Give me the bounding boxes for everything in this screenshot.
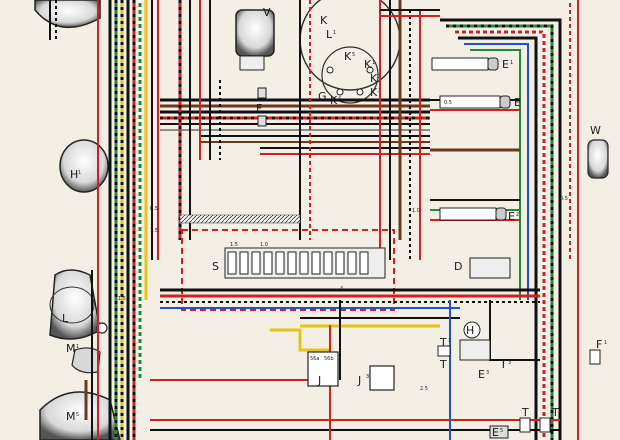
label-J3-sup: 3 <box>366 374 369 380</box>
label-T-bottom: T <box>521 406 529 419</box>
fuse-s10: 1.0 <box>260 242 268 248</box>
label-W: W <box>590 124 601 137</box>
fuse-box-S: S 1.5 1.0 <box>181 229 395 311</box>
rear-lamp-lens <box>49 286 95 324</box>
connector-E1: E 1 <box>431 57 513 71</box>
label-K1: K <box>364 58 372 71</box>
gauge-5: 4 <box>340 286 343 292</box>
label-E2: E <box>508 210 515 223</box>
hatched-band <box>179 214 301 224</box>
label-T3-sup: 3 <box>508 360 511 366</box>
label-E1: E <box>502 58 509 71</box>
label-T-bottom-2: T <box>551 406 559 419</box>
label-J3: J <box>357 374 361 387</box>
fuse-s15: 1.5 <box>230 242 238 248</box>
connector-F1: F 1 <box>589 338 607 365</box>
label-J: J <box>317 374 321 387</box>
label-K5-sup: 5 <box>352 52 355 58</box>
label-M5: M <box>66 410 76 423</box>
left-harness <box>49 0 159 440</box>
label-E3-sup: 3 <box>486 370 489 376</box>
label-H: H <box>466 324 474 337</box>
label-M1: M <box>66 342 76 355</box>
relay-J-56a: 56a <box>310 356 319 362</box>
conn-E-text: 0.5 <box>444 100 452 106</box>
label-T1: T <box>439 336 447 349</box>
connector-E: 0.5 E <box>439 95 521 109</box>
bottom-terminals: T T E 5 <box>489 406 559 439</box>
label-E1-sup: 1 <box>510 60 513 66</box>
connector-E2: E 2 <box>439 207 519 223</box>
label-V: V <box>263 6 271 19</box>
relay-J: J 56a 56b <box>307 351 339 387</box>
gauge-3: 1.5 <box>118 296 126 302</box>
gauge-1: 0.5 <box>150 206 158 212</box>
label-T3: T <box>499 358 507 371</box>
connector-T: T 1 T T 3 E 3 <box>437 336 511 381</box>
label-F: F <box>256 102 262 115</box>
label-M1-sup: 1 <box>76 344 79 350</box>
label-K3: K <box>370 86 378 99</box>
label-E: E <box>514 96 521 109</box>
gauge-7: 2.5 <box>420 386 428 392</box>
switch-H: H <box>459 321 491 361</box>
label-L: L <box>62 312 69 325</box>
headlamp-top-icon <box>34 0 101 29</box>
label-K2: K <box>370 72 378 85</box>
label-T: T <box>439 358 447 371</box>
label-S: S <box>212 260 219 273</box>
horn-icon <box>59 139 109 193</box>
switch-F: F <box>256 87 267 127</box>
washer-W: W <box>587 124 609 179</box>
label-E2-sup: 2 <box>516 212 519 218</box>
label-H1: H <box>70 168 78 181</box>
relay-J3: J 3 <box>357 365 395 391</box>
wire-gauge-labels: 0.5 1.5 1.5 1.0 4 0.5 2.5 <box>118 196 568 392</box>
gauge-4: 1.0 <box>412 208 420 214</box>
label-K1-sup: 1 <box>372 60 375 66</box>
label-E5: E <box>492 426 499 439</box>
label-G: G <box>318 90 327 103</box>
label-E3: E <box>478 368 485 381</box>
label-K5: K <box>344 50 352 63</box>
label-M5-sup: 5 <box>76 412 79 418</box>
label-K: K <box>320 14 328 27</box>
label-H1-sup: 1 <box>78 170 81 176</box>
gauge-6: 0.5 <box>560 196 568 202</box>
label-L1-sup: 1 <box>333 30 336 36</box>
dimmer-D: D <box>454 257 511 279</box>
upper-harness <box>160 0 440 260</box>
license-lamp-icon <box>71 347 101 374</box>
label-F1-sup: 1 <box>604 340 607 346</box>
label-F1: F <box>596 338 602 351</box>
right-harness <box>430 0 579 440</box>
wiper-motor: V <box>235 6 275 71</box>
label-E5-sup: 5 <box>500 428 503 434</box>
relay-J-56b: 56b <box>324 356 334 362</box>
fuse-row <box>227 251 369 275</box>
label-L1: L <box>326 28 333 41</box>
gauge-2: 1.5 <box>150 228 158 234</box>
label-T1-sup: 1 <box>448 338 451 344</box>
label-D: D <box>454 260 462 273</box>
left-components <box>34 0 121 440</box>
